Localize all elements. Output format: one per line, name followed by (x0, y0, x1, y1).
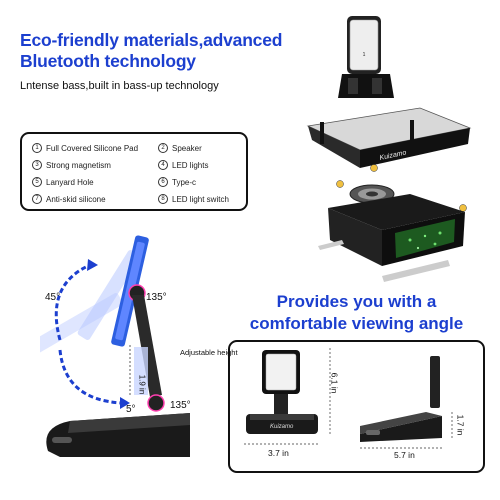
dimension-width-folded: 5.7 in (394, 450, 415, 460)
brand-logo: Kuizamo (270, 424, 294, 430)
dimension-width-upright: 3.7 in (268, 448, 289, 458)
adjustable-stand-illustration (40, 235, 190, 457)
viewing-angle-heading-line-2: comfortable viewing angle (249, 314, 464, 333)
speaker-base-box-icon (328, 194, 465, 266)
headline-line-1: Eco-friendly materials,advanced (20, 30, 283, 50)
phone-holder-plate-icon: 1 (338, 16, 394, 98)
adjustable-height-label: Adjustable height (180, 348, 238, 357)
angle-label-bottom-right: 135° (170, 400, 191, 411)
dimension-height-folded: 1.7 in (455, 414, 466, 436)
dimension-illustrations: Kuizamo (244, 348, 453, 449)
folded-stand-icon (360, 356, 442, 442)
dimension-height-upright: 6.1 in (329, 372, 340, 394)
lower-hinge-icon (147, 394, 165, 412)
exploded-product-illustration: 1 Kuizamo (306, 16, 472, 282)
speaker-top-panel-icon: Kuizamo (306, 107, 472, 168)
adjustable-height-value: 1.9 in (137, 374, 147, 395)
subtitle: Lntense bass,built in bass-up technology (20, 80, 219, 92)
svg-text:1: 1 (363, 52, 366, 58)
headline-line-2: Bluetooth technology (20, 51, 196, 71)
angle-label-top-left: 45° (45, 292, 61, 303)
upright-stand-icon: Kuizamo (246, 350, 318, 434)
angle-label-top-right: 135° (146, 292, 167, 303)
speaker-driver-icon (349, 184, 395, 204)
dimensions-box (228, 340, 485, 473)
angle-label-bottom-left: 5° (126, 404, 136, 415)
viewing-angle-heading-line-1: Provides you with a (276, 292, 437, 311)
